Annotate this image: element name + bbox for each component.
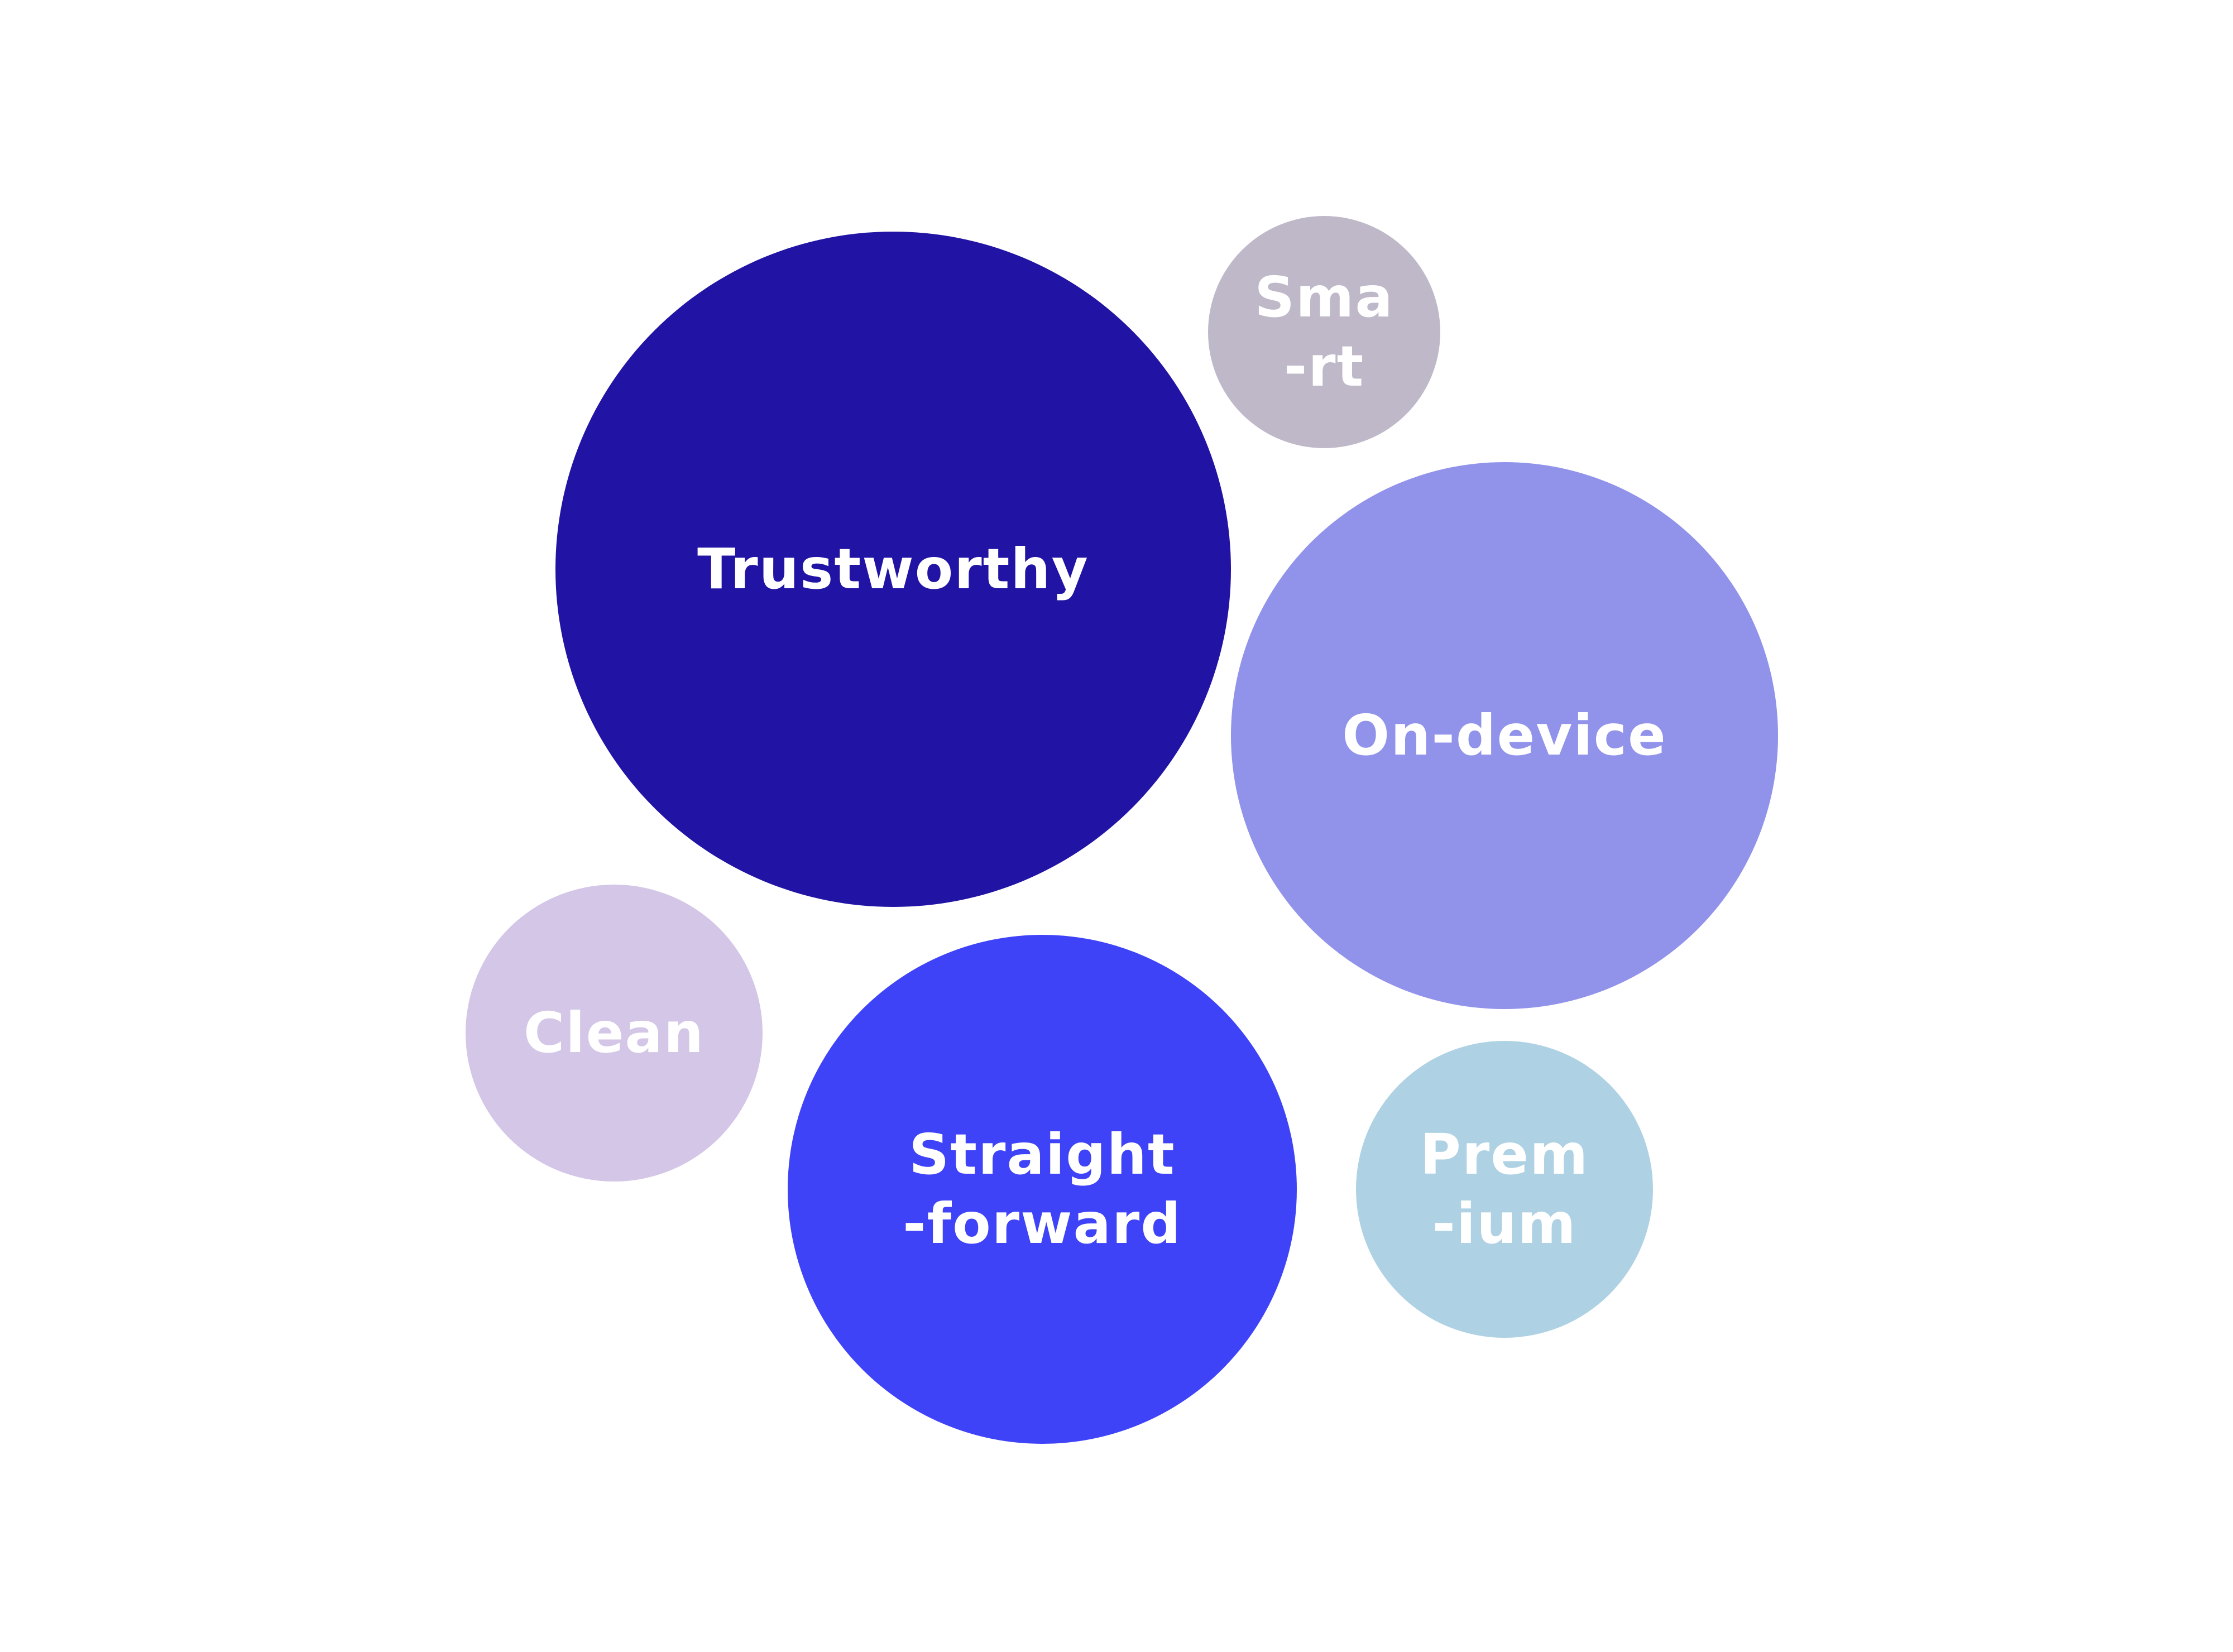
bubble-label: Sma [1254, 265, 1394, 330]
bubble-label: -forward [903, 1191, 1182, 1256]
bubble-label: On-device [1342, 703, 1667, 768]
bubble-label: Straight [909, 1122, 1176, 1187]
bubble-label: -rt [1283, 334, 1365, 399]
bubble-label: -ium [1432, 1191, 1577, 1256]
bubble-clean: Clean [466, 885, 763, 1182]
bubble-straightforward: Straight -forward [788, 935, 1297, 1444]
bubble-trustworthy: Trustworthy [555, 232, 1231, 907]
bubble-premium: Prem -ium [1356, 1041, 1653, 1338]
bubble-smart: Sma -rt [1208, 216, 1440, 448]
bubble-on-device: On-device [1231, 462, 1778, 1009]
bubble-label: Prem [1420, 1122, 1589, 1187]
bubble-label: Trustworthy [697, 536, 1089, 602]
bubble-label: Clean [523, 1000, 705, 1065]
